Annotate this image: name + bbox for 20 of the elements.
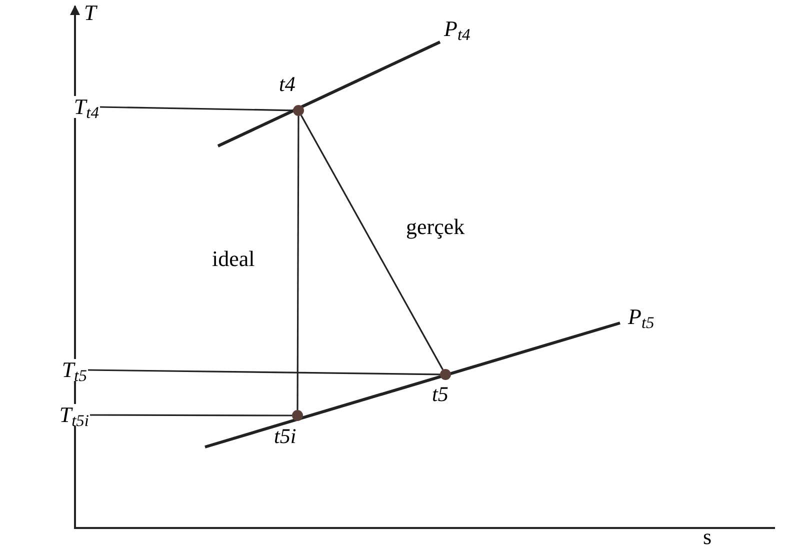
axis-or-pressure-label: P$_{t5}$ xyxy=(628,306,654,328)
state-point xyxy=(440,369,451,380)
edge-label: ideal xyxy=(212,248,255,270)
process-line xyxy=(90,414,292,416)
process-line xyxy=(100,106,294,112)
axis-or-pressure-label: P$_{t4}$ xyxy=(444,18,470,40)
point-label: t4 xyxy=(279,74,296,95)
state-point xyxy=(293,105,304,116)
edge-label: gerçek xyxy=(406,216,465,238)
state-point xyxy=(292,410,303,421)
point-label: t5 xyxy=(432,384,448,405)
axis-or-pressure-label: T xyxy=(84,2,96,24)
point-label: t5i xyxy=(274,426,296,447)
process-line xyxy=(88,369,440,376)
temperature-label: T$_{t4}$ xyxy=(14,92,100,122)
process-line xyxy=(300,114,444,370)
temperature-label: T$_{t5i}$ xyxy=(14,400,90,430)
axis-or-pressure-label: s xyxy=(703,526,712,548)
process-line xyxy=(296,116,300,410)
temperature-label: T$_{t5}$ xyxy=(14,355,88,385)
